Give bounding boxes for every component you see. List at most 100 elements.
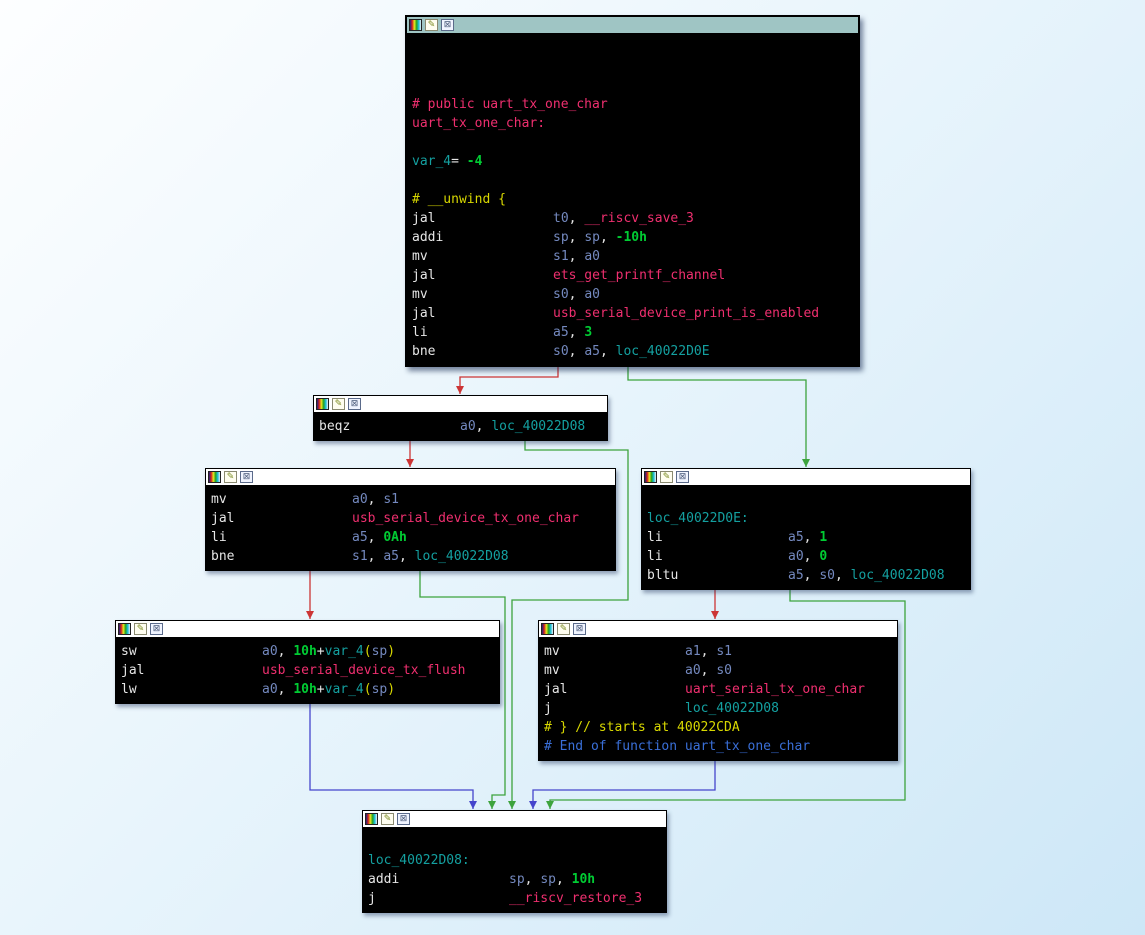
code-token[interactable]: sp	[371, 644, 388, 659]
node-color-icon[interactable]	[208, 471, 221, 483]
code-token[interactable]: jal	[412, 211, 436, 226]
group-node-icon[interactable]: ⊠	[441, 19, 454, 31]
code-token[interactable]: s1	[383, 492, 399, 507]
code-token[interactable]: loc_40022D08:	[368, 853, 470, 868]
code-token[interactable]: sw	[121, 644, 137, 659]
code-token[interactable]: a5	[788, 568, 804, 583]
code-token[interactable]: a0	[584, 249, 600, 264]
code-token[interactable]: jal	[211, 511, 235, 526]
code-token[interactable]: ,	[475, 419, 492, 434]
code-token[interactable]: var_4	[412, 154, 452, 169]
node-color-icon[interactable]	[541, 623, 554, 635]
code-line[interactable]: loc_40022D08:	[368, 851, 661, 870]
code-token[interactable]: s0	[716, 663, 732, 678]
edit-node-icon[interactable]: ✎	[224, 471, 237, 483]
code-token[interactable]: ,	[568, 211, 585, 226]
code-token[interactable]: loc_40022D0E:	[647, 511, 749, 526]
edit-node-icon[interactable]: ✎	[425, 19, 438, 31]
code-line[interactable]	[412, 76, 853, 95]
group-node-icon[interactable]: ⊠	[150, 623, 163, 635]
code-token[interactable]: lw	[121, 682, 137, 697]
code-token[interactable]: ,	[599, 230, 616, 245]
node-color-icon[interactable]	[316, 398, 329, 410]
group-node-icon[interactable]: ⊠	[240, 471, 253, 483]
code-token[interactable]: ,	[555, 872, 572, 887]
code-line[interactable]: jal t0, __riscv_save_3	[412, 209, 853, 228]
code-token[interactable]: uart_tx_one_char:	[412, 116, 546, 131]
edit-node-icon[interactable]: ✎	[557, 623, 570, 635]
code-line[interactable]: loc_40022D0E:	[647, 509, 965, 528]
code-token[interactable]: a0	[262, 644, 278, 659]
code-token[interactable]: jal	[121, 663, 145, 678]
code-token[interactable]: sp	[371, 682, 388, 697]
code-token[interactable]: s1	[553, 249, 569, 264]
code-line[interactable]: uart_tx_one_char:	[412, 114, 853, 133]
code-line[interactable]: # __unwind {	[412, 190, 853, 209]
code-token[interactable]: usb_serial_device_tx_flush	[262, 663, 466, 678]
code-token[interactable]: j	[368, 891, 376, 906]
code-token[interactable]: mv	[412, 287, 428, 302]
code-token[interactable]: # public uart_tx_one_char	[412, 97, 608, 112]
code-token[interactable]: ,	[599, 344, 616, 359]
code-token[interactable]: loc_40022D08	[491, 419, 586, 434]
code-token[interactable]: ,	[568, 230, 585, 245]
code-token[interactable]: li	[647, 530, 663, 545]
group-node-icon[interactable]: ⊠	[676, 471, 689, 483]
code-token[interactable]: # End of function uart_tx_one_char	[544, 739, 811, 754]
code-token[interactable]: # __unwind {	[412, 192, 506, 207]
group-node-icon[interactable]: ⊠	[348, 398, 361, 410]
code-token[interactable]: loc_40022D08	[685, 701, 779, 716]
edit-node-icon[interactable]: ✎	[134, 623, 147, 635]
code-token[interactable]: -10h	[615, 230, 647, 245]
code-token[interactable]: 0Ah	[383, 530, 407, 545]
code-line[interactable]: # End of function uart_tx_one_char	[544, 737, 892, 756]
code-token[interactable]: )	[387, 682, 396, 697]
node-titlebar[interactable]: ✎⊠	[206, 469, 615, 486]
code-token[interactable]: ,	[568, 287, 585, 302]
node-color-icon[interactable]	[409, 19, 422, 31]
code-token[interactable]: a5	[553, 325, 569, 340]
code-token[interactable]: j	[544, 701, 552, 716]
code-token[interactable]: 1	[819, 530, 828, 545]
code-token[interactable]: loc_40022D08	[850, 568, 945, 583]
code-token[interactable]: mv	[211, 492, 227, 507]
node-titlebar[interactable]: ✎⊠	[539, 621, 897, 638]
code-token[interactable]: (	[363, 644, 372, 659]
node-titlebar[interactable]: ✎⊠	[407, 17, 858, 34]
node-color-icon[interactable]	[118, 623, 131, 635]
code-line[interactable]	[647, 490, 965, 509]
node-titlebar[interactable]: ✎⊠	[363, 811, 666, 828]
code-token[interactable]: li	[647, 549, 663, 564]
edit-node-icon[interactable]: ✎	[332, 398, 345, 410]
code-token[interactable]: ,	[398, 549, 415, 564]
node-titlebar[interactable]: ✎⊠	[314, 396, 607, 413]
code-token[interactable]: a0	[788, 549, 804, 564]
code-token[interactable]: sp	[509, 872, 525, 887]
code-token[interactable]: 10h	[293, 644, 317, 659]
node-titlebar[interactable]: ✎⊠	[116, 621, 499, 638]
code-token[interactable]: __riscv_restore_3	[509, 891, 643, 906]
code-line[interactable]	[412, 171, 853, 190]
code-token[interactable]: ,	[277, 644, 294, 659]
code-token[interactable]: mv	[544, 663, 560, 678]
group-node-icon[interactable]: ⊠	[573, 623, 586, 635]
code-token[interactable]: ,	[834, 568, 851, 583]
code-token[interactable]: s1	[352, 549, 368, 564]
code-token[interactable]: __riscv_save_3	[584, 211, 694, 226]
code-line[interactable]: var_4= -4	[412, 152, 853, 171]
code-token[interactable]: (	[363, 682, 372, 697]
code-token[interactable]: t0	[553, 211, 569, 226]
code-token[interactable]: jal	[412, 306, 436, 321]
code-token[interactable]: loc_40022D08	[414, 549, 509, 564]
